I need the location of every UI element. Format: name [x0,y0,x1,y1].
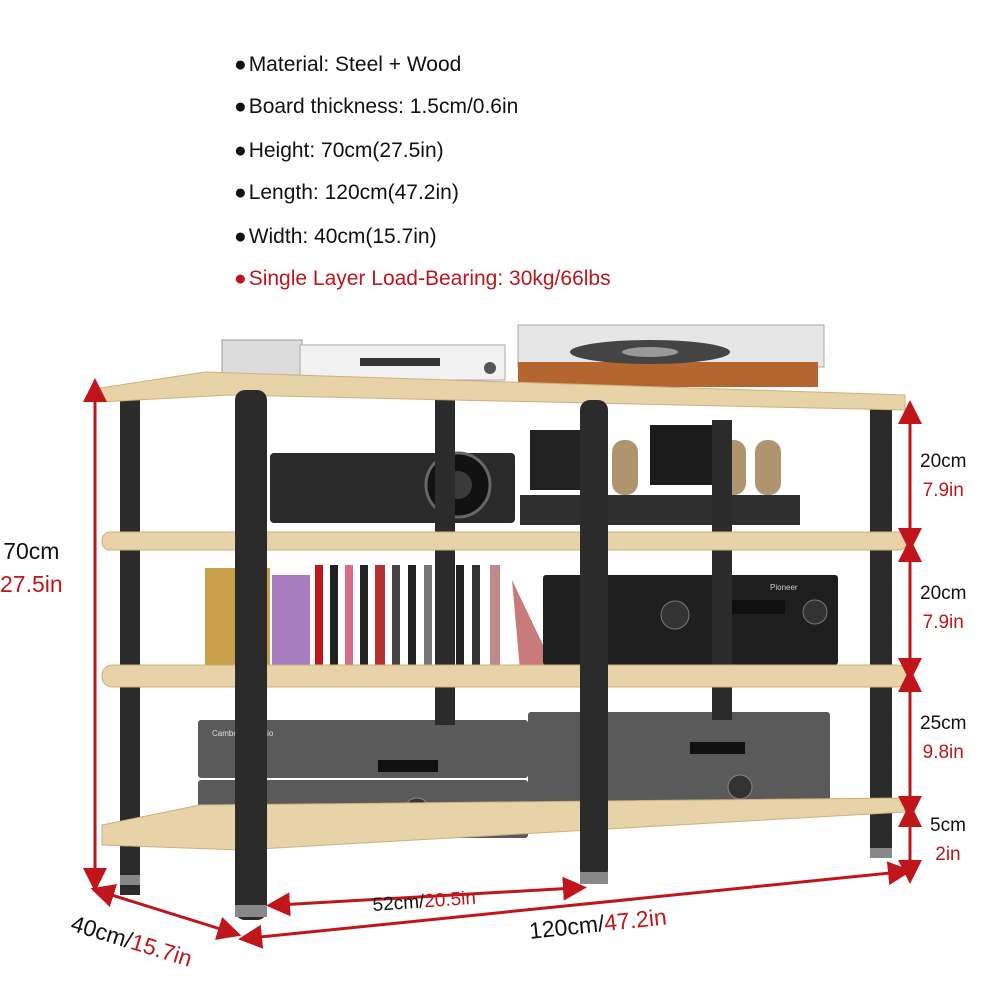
top-devices [221,324,825,387]
projector-device [270,451,515,523]
spec-load-bearing: ●Single Layer Load-Bearing: 30kg/66lbs [234,267,611,290]
receiver-brand-label: Pioneer [770,583,798,592]
spec-length: ●Length: 120cm(47.2in) [234,181,459,204]
dimension-lines [83,378,922,949]
av-receiver-device: Pioneer [543,575,838,665]
tube-amplifier-device [520,425,800,525]
spec-material: ●Material: Steel + Wood [234,53,462,76]
spec-board-thickness: ●Board thickness: 1.5cm/0.6in [234,95,519,118]
spec-width: ●Width: 40cm(15.7in) [234,225,437,248]
spec-height: ●Height: 70cm(27.5in) [234,139,444,162]
